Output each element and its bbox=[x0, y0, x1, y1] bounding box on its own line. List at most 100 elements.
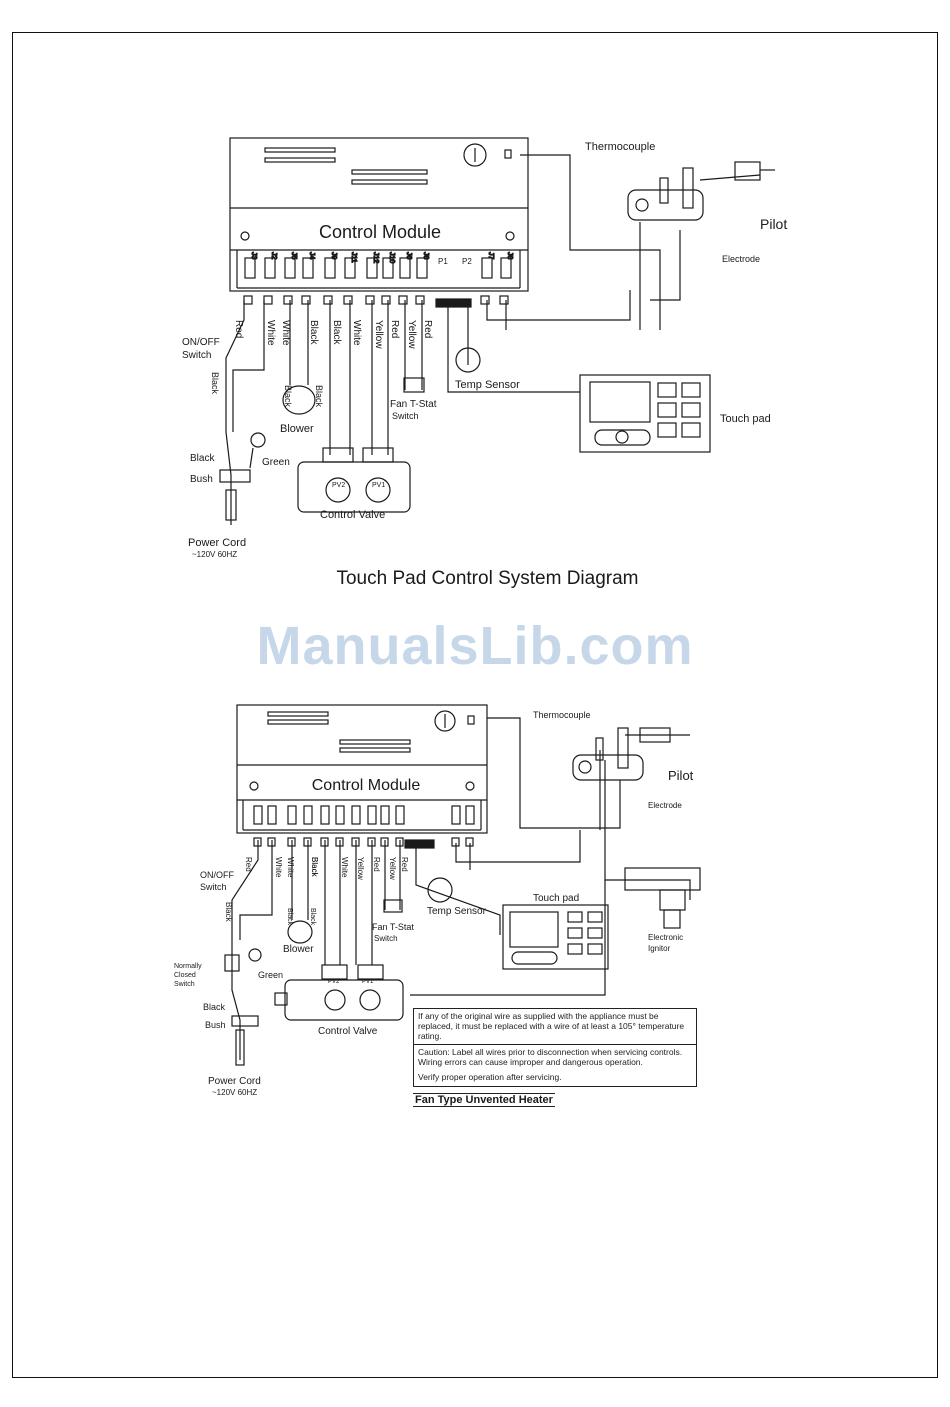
d2-sensor-pin bbox=[414, 839, 420, 849]
note-wire-rating: If any of the original wire as supplied … bbox=[414, 1009, 696, 1045]
d2-black-label: Black bbox=[203, 1002, 226, 1012]
d1-pv1-label: PV1 bbox=[372, 482, 385, 489]
diagram1-pilot-assembly bbox=[627, 161, 775, 221]
diagram2-terminal-strip bbox=[253, 805, 475, 849]
d1-fan-tstat-label-2: Switch bbox=[392, 411, 419, 421]
d1-terminal bbox=[366, 257, 378, 279]
d1-p2-label: P2 bbox=[462, 257, 472, 266]
d2-blower-wire-label: Black bbox=[286, 908, 293, 926]
diagram1-control-module bbox=[229, 137, 529, 292]
d1-power-spec-label: ~120V 60HZ bbox=[192, 550, 237, 559]
d1-sensor-pin bbox=[435, 298, 442, 308]
d2-wire-label: White bbox=[340, 857, 349, 878]
d1-terminal-label: J7 bbox=[487, 252, 494, 260]
d2-control-valve-label: Control Valve bbox=[318, 1026, 378, 1037]
d2-sensor-pin bbox=[404, 839, 410, 849]
d1-sensor-pin bbox=[447, 298, 454, 308]
diagram2-control-module bbox=[236, 704, 488, 834]
d2-terminal bbox=[451, 805, 461, 825]
d1-connector bbox=[323, 295, 333, 305]
d1-terminal-label: J2 bbox=[270, 252, 277, 260]
d1-terminal-label: J5 bbox=[290, 252, 297, 260]
note-caution: Caution: Label all wires prior to discon… bbox=[418, 1047, 683, 1067]
d1-terminal-label: J6 bbox=[405, 252, 412, 260]
d2-pv2-label: PV2 bbox=[328, 979, 340, 985]
diagram1-wiring bbox=[219, 154, 681, 525]
d1-terminal bbox=[324, 257, 336, 279]
diagram2-title: Fan Type Unvented Heater bbox=[413, 1093, 555, 1107]
d2-wire-label: White bbox=[274, 857, 283, 878]
d2-terminal bbox=[303, 805, 313, 825]
d1-temp-sensor-label: Temp Sensor bbox=[455, 379, 520, 391]
d2-terminal bbox=[253, 805, 263, 825]
d1-blower-wire-label: Black bbox=[283, 385, 293, 408]
d1-connector bbox=[243, 295, 253, 305]
d2-temp-sensor-label: Temp Sensor bbox=[427, 906, 487, 917]
d1-fan-tstat-label-1: Fan T-Stat bbox=[390, 399, 437, 410]
diagram1-control-valve bbox=[297, 447, 411, 513]
d1-sensor-pin bbox=[453, 298, 460, 308]
d1-terminal bbox=[302, 257, 314, 279]
d1-terminal bbox=[264, 257, 276, 279]
d1-connector bbox=[415, 295, 425, 305]
d2-sensor-pin bbox=[429, 839, 435, 849]
d1-terminal bbox=[399, 257, 411, 279]
d1-connector bbox=[499, 295, 509, 305]
d1-terminal-label: J12 bbox=[372, 252, 379, 263]
d1-terminal bbox=[244, 257, 256, 279]
d1-connector bbox=[381, 295, 391, 305]
d2-terminal bbox=[465, 805, 475, 825]
d1-black-switch-label: Black bbox=[210, 372, 220, 395]
d1-wire-label: Red bbox=[233, 320, 244, 338]
d1-connector bbox=[263, 295, 273, 305]
d1-terminal-label: J11 bbox=[350, 252, 357, 263]
d1-module-title: Control Module bbox=[319, 222, 441, 242]
d1-control-valve-label: Control Valve bbox=[320, 509, 385, 521]
watermark: ManualsLib.com bbox=[256, 616, 694, 676]
d1-wire-label: Yellow bbox=[406, 320, 417, 349]
d1-wire-label: White bbox=[280, 320, 291, 346]
d2-pv1-label: PV1 bbox=[362, 979, 374, 985]
d2-terminal bbox=[320, 805, 330, 825]
d2-terminal bbox=[335, 805, 345, 825]
d2-terminal bbox=[380, 805, 390, 825]
d2-terminal bbox=[395, 805, 405, 825]
d2-wire-label: Red bbox=[372, 857, 381, 872]
d1-connector bbox=[365, 295, 375, 305]
d2-electrode-label: Electrode bbox=[648, 801, 682, 810]
d2-onoff-label-1: ON/OFF bbox=[200, 870, 234, 880]
diagram2-touch-pad bbox=[502, 904, 609, 970]
diagram2-notes-box: If any of the original wire as supplied … bbox=[413, 1008, 697, 1087]
d1-connector bbox=[480, 295, 490, 305]
d1-onoff-label-2: Switch bbox=[182, 350, 211, 361]
diagram2-pilot-assembly bbox=[572, 727, 690, 781]
d1-terminal bbox=[481, 257, 493, 279]
d2-blower-wire-label: Black bbox=[309, 908, 316, 926]
d1-terminal-label: J10 bbox=[388, 252, 395, 263]
d2-nc-label-2: Closed bbox=[174, 972, 196, 979]
d1-wire-label: White bbox=[265, 320, 276, 346]
d2-black-switch-label: Black bbox=[224, 902, 233, 923]
d2-power-cord-label: Power Cord bbox=[208, 1076, 261, 1087]
d1-wire-label: Black bbox=[308, 320, 319, 345]
d1-connector bbox=[398, 295, 408, 305]
d1-sensor-pin bbox=[459, 298, 466, 308]
d2-nc-label-3: Switch bbox=[174, 981, 195, 988]
note-verify: Verify proper operation after servicing. bbox=[418, 1072, 562, 1082]
d1-bush-label: Bush bbox=[190, 474, 213, 485]
diagram2-labels: Control Module Thermocouple Pilot Electr… bbox=[174, 710, 694, 1097]
d1-sensor-pin bbox=[441, 298, 448, 308]
d1-onoff-label-1: ON/OFF bbox=[182, 337, 220, 348]
d1-connector bbox=[301, 295, 311, 305]
d2-thermocouple-label: Thermocouple bbox=[533, 710, 591, 720]
d2-pilot-label: Pilot bbox=[668, 768, 694, 783]
d1-green-label: Green bbox=[262, 457, 290, 468]
d2-wire-label: Red bbox=[244, 857, 253, 872]
d1-wire-label: Red bbox=[389, 320, 400, 338]
d1-terminal-label: J8 bbox=[506, 252, 513, 260]
d1-terminal bbox=[500, 257, 512, 279]
